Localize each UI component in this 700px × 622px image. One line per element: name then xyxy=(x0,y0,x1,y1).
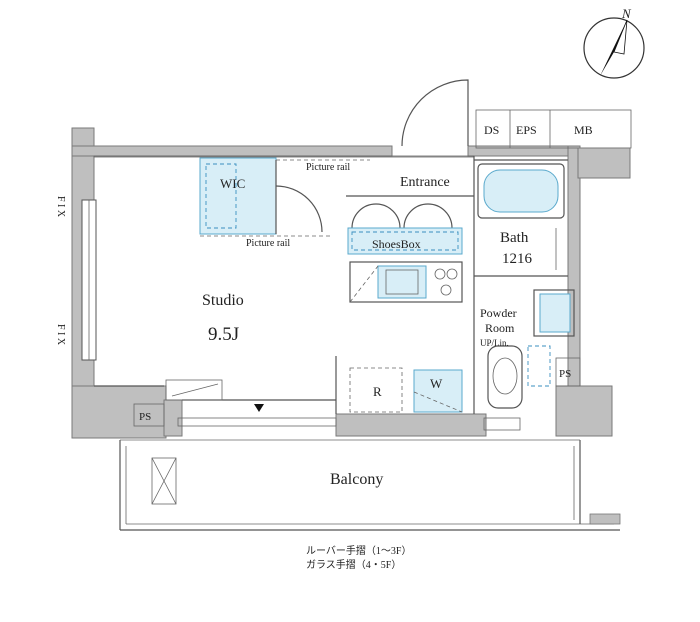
up-lin-label: UP/Lin. xyxy=(480,338,509,348)
refrigerator-label: R xyxy=(373,384,382,399)
ds-label: DS xyxy=(484,123,499,137)
wic-closet xyxy=(199,157,370,237)
bath-label: Bath xyxy=(500,230,529,246)
studio-size-label: 9.5J xyxy=(208,324,239,345)
partitions xyxy=(93,155,568,414)
entrance-label: Entrance xyxy=(400,175,450,190)
railing-note-1: ルーバー手摺（1～3F） xyxy=(306,544,411,557)
picture-rail-top-label: Picture rail xyxy=(306,162,350,173)
picture-rail-bottom-label: Picture rail xyxy=(246,238,290,249)
fix-bottom-label: F I X xyxy=(55,324,66,346)
wic-label: WIC xyxy=(220,176,245,191)
bathtub xyxy=(477,163,565,270)
appliance-spaces xyxy=(349,367,463,413)
sliding-door-arrow-icon xyxy=(254,404,264,412)
walls xyxy=(71,79,632,439)
studio-label: Studio xyxy=(202,292,244,309)
compass-icon: N xyxy=(583,6,645,79)
fix-top-label: F I X xyxy=(55,196,66,218)
entrance-area xyxy=(347,203,463,255)
room-label: Room xyxy=(485,321,515,335)
railing-note-2: ガラス手摺（4・5F） xyxy=(306,558,401,571)
pipe-spaces xyxy=(133,357,581,427)
ps-left-label: PS xyxy=(139,411,151,423)
eps-label: EPS xyxy=(516,123,537,137)
powder-room xyxy=(487,289,575,409)
kitchen xyxy=(349,261,463,303)
powder-label: Powder xyxy=(480,306,517,320)
balcony xyxy=(119,439,621,531)
bath-size-label: 1216 xyxy=(502,251,533,267)
balcony-label: Balcony xyxy=(330,471,383,488)
north-label: N xyxy=(621,6,632,21)
studio-fixtures xyxy=(165,379,521,431)
washer-label: W xyxy=(430,376,443,391)
mb-label: MB xyxy=(574,123,593,137)
ps-right-label: PS xyxy=(559,368,571,380)
shoes-box-label: ShoesBox xyxy=(372,237,421,251)
fix-window xyxy=(81,199,97,361)
